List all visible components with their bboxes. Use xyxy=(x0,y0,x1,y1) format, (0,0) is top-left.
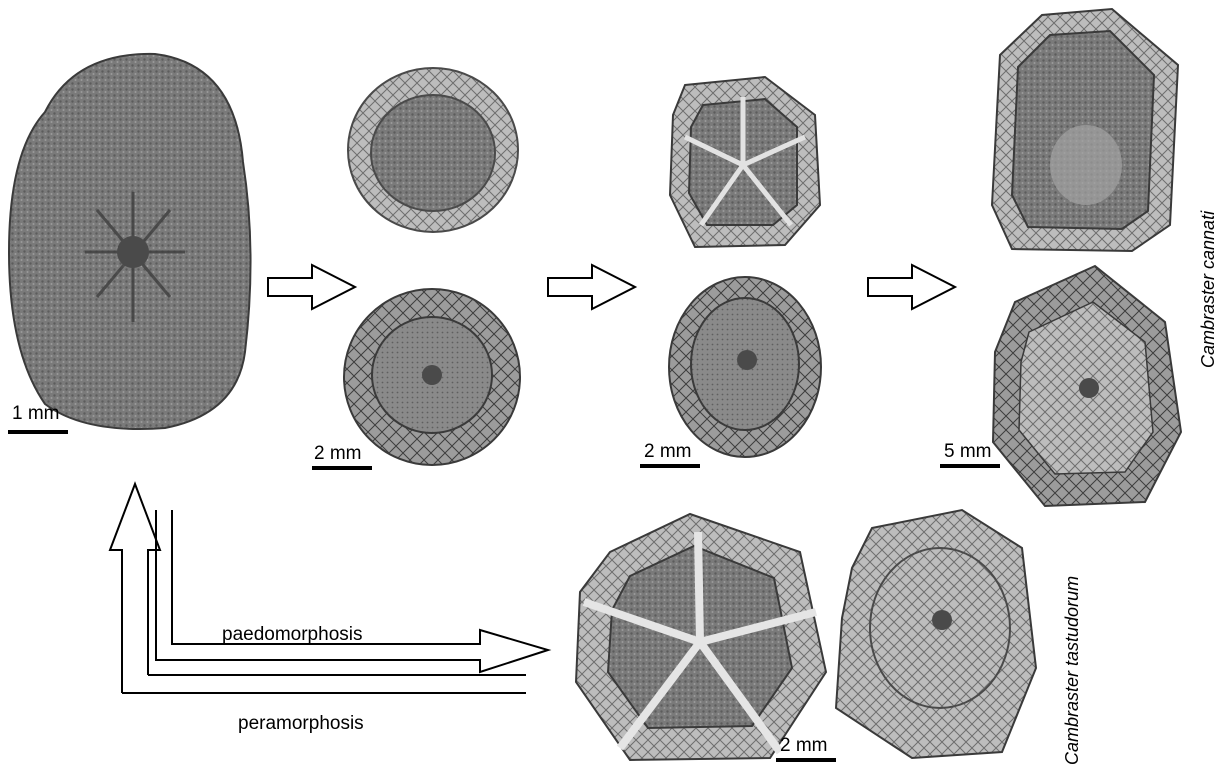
scale-label: 2 mm xyxy=(644,442,692,461)
scale-bar-stage3: 2 mm xyxy=(640,442,702,472)
scale-label: 2 mm xyxy=(780,736,828,755)
species-label-tastudorum: Cambraster tastudorum xyxy=(1062,576,1083,765)
scale-label: 2 mm xyxy=(314,444,362,463)
hollow-arrow-icon xyxy=(546,262,638,312)
scale-bar-juvenile: 1 mm xyxy=(8,404,70,434)
scale-line xyxy=(312,466,372,470)
fossil-cannati-oral xyxy=(985,262,1185,512)
fossil-tastudorum-oral xyxy=(822,508,1040,763)
scale-label: 5 mm xyxy=(944,442,992,461)
species-label-cannati: Cambraster cannati xyxy=(1198,211,1219,368)
fossil-stage3-oral xyxy=(665,272,825,462)
scale-bar-tastudorum: 2 mm xyxy=(776,736,838,766)
hollow-arrow-icon xyxy=(866,262,958,312)
fossil-cannati-aboral xyxy=(982,5,1192,255)
fossil-tastudorum-aboral xyxy=(570,512,832,764)
fossil-stage2-aboral xyxy=(345,65,523,235)
fossil-stage2-oral xyxy=(340,285,525,470)
scale-line xyxy=(776,758,836,762)
label-paedomorphosis: paedomorphosis xyxy=(222,624,362,646)
scale-bar-stage2: 2 mm xyxy=(312,444,374,474)
scale-line xyxy=(640,464,700,468)
heterochrony-pathways xyxy=(100,480,560,710)
label-peramorphosis: peramorphosis xyxy=(238,713,364,735)
scale-line xyxy=(8,430,68,434)
scale-line xyxy=(940,464,1000,468)
scale-bar-adult: 5 mm xyxy=(940,442,1002,472)
fossil-stage3-aboral xyxy=(665,75,825,250)
fossil-juvenile xyxy=(5,52,260,432)
scale-label: 1 mm xyxy=(12,404,60,423)
